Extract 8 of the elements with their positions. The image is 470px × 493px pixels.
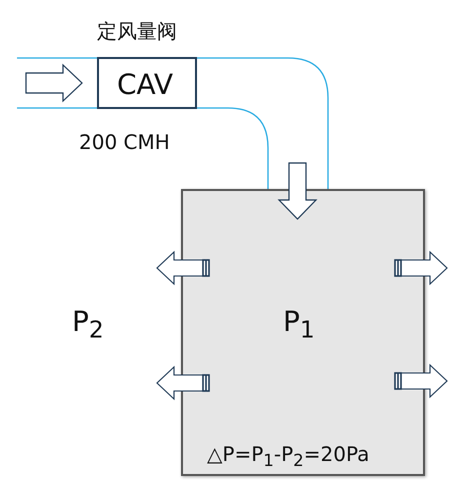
pressure-label: P$_{2}$ — [72, 307, 104, 344]
node-caption: 定风量阀 — [97, 20, 177, 42]
node-label: P$_{1}$ — [283, 308, 315, 342]
node-label: CAV — [117, 71, 174, 99]
formula-text: △P=P$_{1}$-P$_{2}$=20Pa — [207, 444, 370, 470]
airflow-label: 200 CMH — [79, 131, 170, 153]
valve-box — [97, 57, 197, 109]
room-box — [181, 189, 425, 476]
